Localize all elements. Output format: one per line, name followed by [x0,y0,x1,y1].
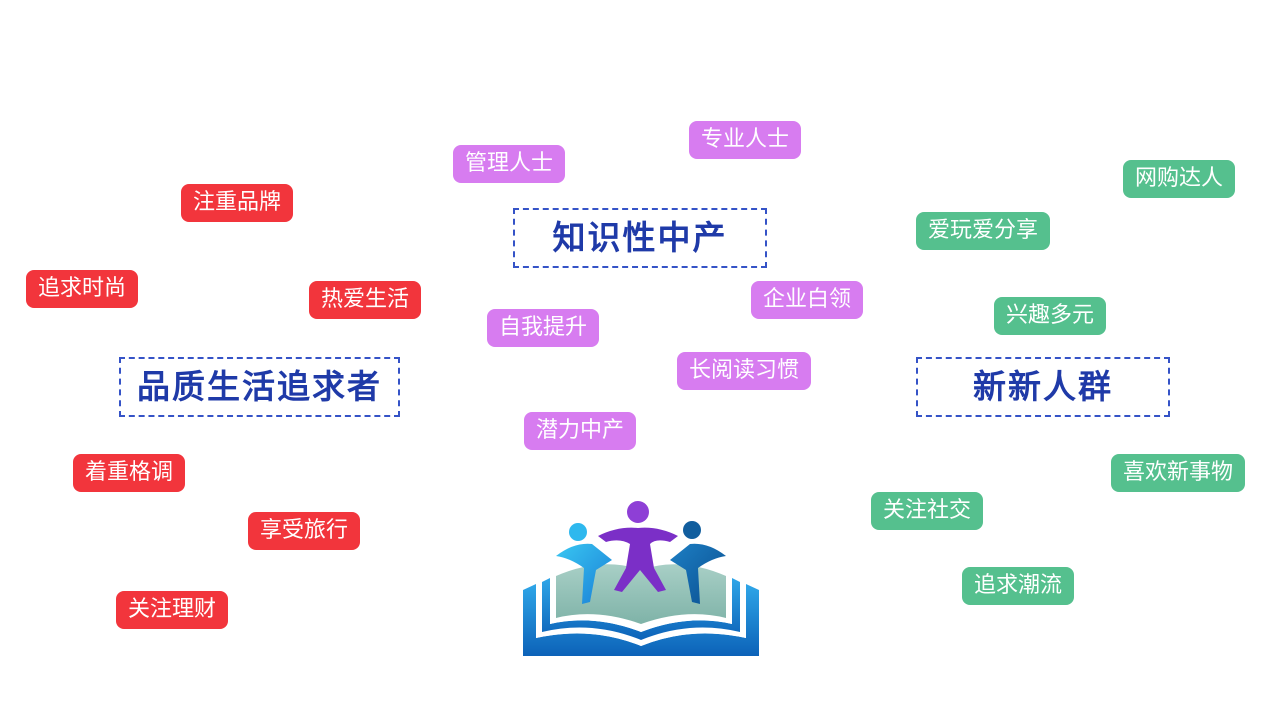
tag-quality-style: 着重格调 [73,454,186,492]
tag-quality-fashion: 追求时尚 [26,270,139,308]
tag-knowledge-reading: 长阅读习惯 [677,352,812,390]
tag-knowledge-self-improve: 自我提升 [487,309,600,347]
group-title-knowledge: 知识性中产 [513,208,767,268]
tag-new-online-shopping: 网购达人 [1123,160,1236,198]
tag-quality-travel: 享受旅行 [248,512,361,550]
tag-knowledge-manager: 管理人士 [453,145,566,183]
tag-knowledge-white-collar: 企业白领 [751,281,864,319]
group-title-quality: 品质生活追求者 [119,357,400,417]
tag-new-share: 爱玩爱分享 [916,212,1051,250]
tag-new-social: 关注社交 [871,492,984,530]
people-on-book-icon [523,501,759,656]
tag-knowledge-potential: 潜力中产 [524,412,637,450]
tag-quality-life: 热爱生活 [309,281,422,319]
tag-new-interests: 兴趣多元 [994,297,1107,335]
tag-quality-finance: 关注理财 [116,591,229,629]
group-title-new: 新新人群 [916,357,1170,417]
tag-knowledge-professional: 专业人士 [689,121,802,159]
tag-new-novelty: 喜欢新事物 [1111,454,1246,492]
tag-new-trend: 追求潮流 [962,567,1075,605]
tag-quality-brand: 注重品牌 [181,184,294,222]
